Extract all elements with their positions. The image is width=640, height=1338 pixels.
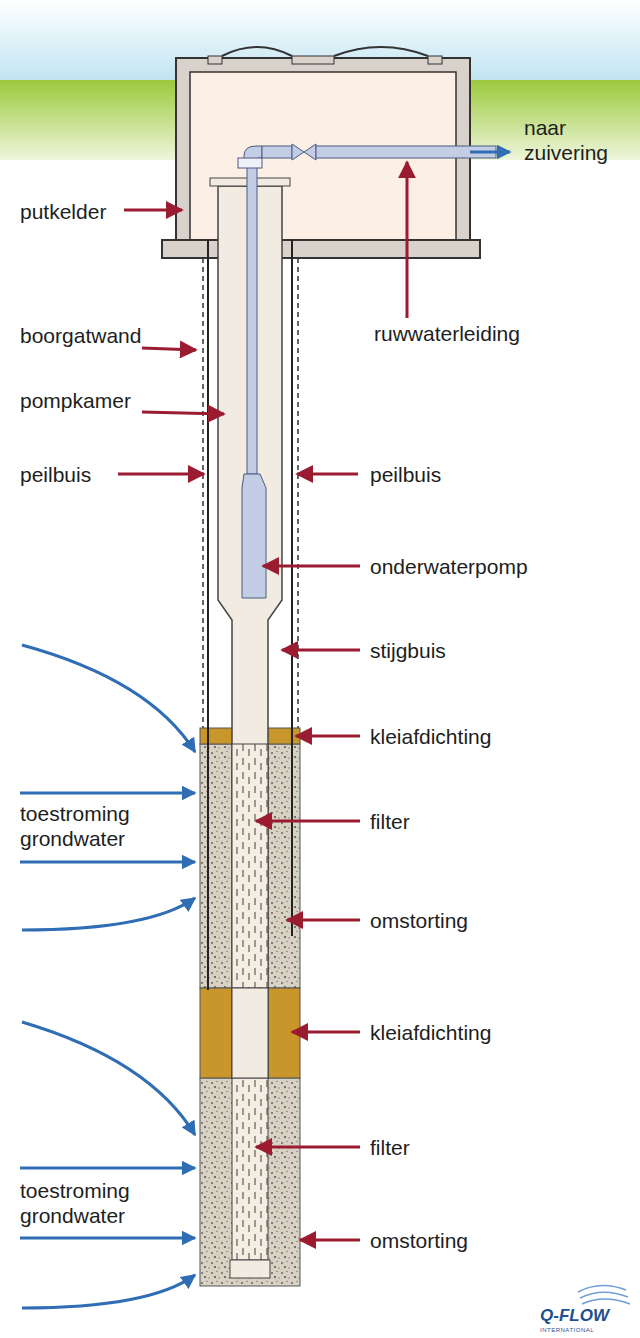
well-screen (232, 1078, 268, 1260)
well-screen (232, 744, 268, 988)
callout-label: peilbuis (20, 462, 91, 487)
logo-mark (578, 1285, 630, 1304)
callout-label: filter (370, 809, 410, 834)
callout-label: toestroming grondwater (20, 1178, 170, 1228)
gravel-pack (200, 744, 300, 988)
sump (230, 1260, 270, 1278)
groundwater-inflow (20, 645, 195, 1308)
clay-seal (200, 988, 300, 1078)
monitoring-tube (207, 240, 209, 990)
gravel-pack (200, 1078, 300, 1286)
callout-label: kleiafdichting (370, 724, 491, 749)
blind-pipe (232, 988, 268, 1078)
logo-text: INTERNATIONAL (540, 1326, 594, 1334)
callout-label: omstorting (370, 1228, 468, 1253)
borehole-wall (202, 258, 204, 728)
callout-label: putkelder (20, 199, 106, 224)
callout-label: peilbuis (370, 462, 441, 487)
callout-label: onderwaterpomp (370, 554, 528, 579)
callout-label: boorgatwand (20, 323, 141, 348)
callout-label: ruwwaterleiding (374, 321, 520, 346)
logo-text: Q-FLOW (540, 1307, 609, 1325)
callout-label: omstorting (370, 908, 468, 933)
monitoring-tube (291, 240, 293, 936)
callout-label: toestroming grondwater (20, 801, 170, 851)
callout-label: kleiafdichting (370, 1020, 491, 1045)
callout-label: naar zuivering (524, 115, 629, 165)
pump-assembly (238, 144, 510, 598)
callout-label: pompkamer (20, 388, 131, 413)
callout-label: stijgbuis (370, 638, 446, 663)
leader-arrows (118, 162, 407, 1240)
borehole-wall (297, 258, 299, 728)
callout-label: filter (370, 1135, 410, 1160)
